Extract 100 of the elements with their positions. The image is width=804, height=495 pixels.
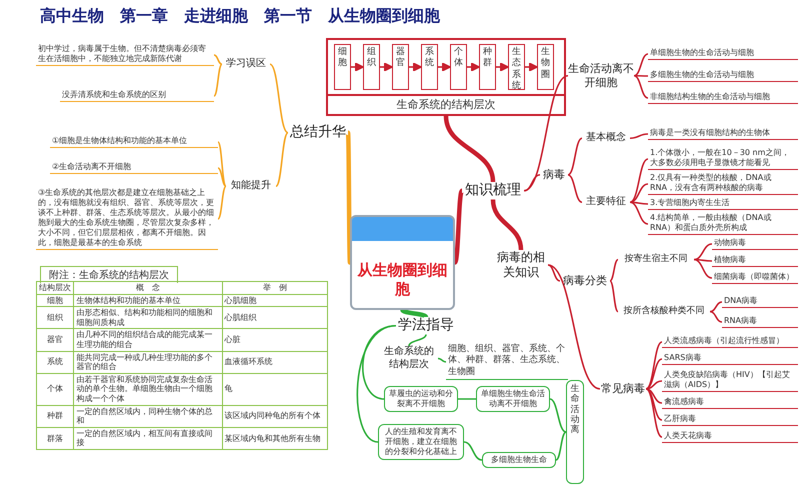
arrow: [438, 62, 451, 72]
branch-line: [444, 116, 496, 182]
leaf-label: 禽流感病毒: [662, 397, 798, 409]
table-cell: 血液循环系统: [222, 351, 328, 374]
table-header-cell: 举 例: [222, 282, 328, 294]
note-box: 草履虫的运动和分裂离不开细胞: [384, 386, 458, 412]
branch-line: [694, 258, 712, 262]
branch-line: [550, 398, 566, 433]
branch-line: [346, 132, 352, 263]
leaf-label: 初中学过，病毒属于生物。但不清楚病毒必须寄生在活细胞中，不能独立地完成新陈代谢: [36, 44, 214, 66]
branch-line: [213, 64, 223, 97]
branch-line: [646, 358, 662, 390]
table-header-cell: 结构层次: [36, 282, 74, 294]
table-cell: 器官: [36, 328, 74, 352]
table-cell: 由若干器官和系统协同完成复杂生命活动的单个生物。单细胞生物由一个细胞构成一个个体: [74, 373, 222, 406]
level-box: 种群: [479, 44, 496, 90]
branch-line: [270, 64, 288, 134]
branch-label: 病毒分类: [560, 274, 610, 288]
branch-label: 常见病毒: [600, 382, 646, 396]
branch-label: 生命活动离不开细胞: [568, 62, 634, 90]
branch-label: 按寄生宿主不同: [618, 254, 694, 266]
branch-line: [548, 264, 600, 390]
branch-line: [568, 174, 582, 203]
branch-line: [630, 158, 648, 203]
arrow: [351, 62, 364, 72]
leaf-label: 动物病毒: [712, 238, 798, 250]
table-cell: 群落: [36, 427, 74, 450]
leaf-label: 人类流感病毒（引起流行性感冒）: [662, 336, 798, 348]
table-cell: 系统: [36, 351, 74, 374]
level-box: 细胞: [334, 44, 351, 90]
table-cell: 由几种不同的组织结合成的能完成某一生理功能的组合: [74, 328, 222, 352]
branch-line: [630, 201, 648, 205]
arrow: [380, 62, 393, 72]
branch-line: [276, 132, 288, 187]
arrow: [525, 62, 538, 72]
branch-line: [630, 183, 648, 204]
page-title: 高中生物 第一章 走进细胞 第一节 从生物圈到细胞: [40, 6, 440, 27]
leaf-label: 没弄清系统和生命系统的区别: [60, 90, 214, 102]
level-box: 生物圈: [537, 44, 554, 90]
branch-line: [646, 388, 662, 421]
table-header-cell: 概 念: [74, 282, 222, 294]
table-cell: 组织: [36, 306, 74, 329]
arrow: [467, 62, 480, 72]
branch-label: 主要特征: [582, 196, 630, 208]
branch-line: [217, 186, 227, 220]
branch-line: [458, 398, 476, 400]
panel-label: 生命系统的结构层次: [328, 94, 564, 114]
branch-line: [630, 133, 648, 140]
branch-line: [646, 388, 662, 438]
table-cell: 心肌细胞: [222, 294, 328, 307]
leaf-label: 4.结构简单，一般由核酸（DNA或RNA）和蛋白质外壳所构成: [648, 213, 798, 235]
table-cell: 龟: [222, 373, 328, 406]
table-cell: 生物体结构和功能的基本单位: [74, 294, 222, 307]
arrow: [496, 62, 509, 72]
leaf-label: SARS病毒: [662, 353, 798, 365]
table-cell: 一定的自然区域内，同种生物个体的总和: [74, 405, 222, 428]
leaf-label: 多细胞生物的生命活动与细胞: [648, 70, 798, 82]
table-cell: 一定的自然区域内，相互间有直接或间接: [74, 427, 222, 450]
branch-line: [400, 308, 428, 318]
hierarchy-panel: [326, 38, 566, 116]
branch-label: 生命系统的结构层次: [380, 346, 438, 371]
branch-line: [610, 258, 618, 282]
leaf-label: 细菌病毒（即噬菌体）: [712, 272, 798, 284]
branch-label: 按所含核酸种类不同: [618, 306, 710, 318]
branch-label: 总结升华: [288, 124, 348, 142]
table-cell: 个体: [36, 373, 74, 406]
leaf-label: 人类天花病毒: [662, 431, 798, 443]
leaf-label: 乙肝病毒: [662, 414, 798, 426]
leaf-label: 2.仅具有一种类型的核酸，DNA或RNA，没有含有两种核酸的病毒: [648, 173, 798, 195]
level-box: 生态系统: [508, 44, 525, 90]
table-heading: 附注：生命系统的结构层次: [40, 266, 178, 283]
branch-line: [609, 280, 619, 312]
branch-line: [694, 258, 712, 279]
branch-line: [630, 201, 648, 225]
leaf-label: DNA病毒: [722, 296, 798, 308]
leaf-label: ②生命活动离不开细胞: [50, 162, 218, 174]
branch-label: 病毒的相关知识: [494, 250, 548, 280]
level-box: 个体: [450, 44, 467, 90]
leaf-label: 单细胞生物的生命活动与细胞: [648, 48, 798, 60]
branch-line: [634, 53, 648, 77]
branch-line: [438, 358, 446, 363]
leaf-label: 病毒是一类没有细胞结构的生物体: [648, 128, 798, 140]
table-cell: 该区域内同种龟的所有个体: [222, 405, 328, 428]
branch-line: [568, 138, 582, 176]
level-box: 器官: [392, 44, 409, 90]
branch-label: 知识梳理: [462, 182, 524, 200]
branch-line: [214, 54, 222, 65]
branch-label: 病毒: [540, 168, 568, 182]
branch-label: 学习误区: [222, 58, 270, 70]
table-cell: 某区域内龟和其他所有生物: [222, 427, 328, 450]
branch-line: [217, 141, 227, 187]
leaf-label: 非细胞结构生物的生命活动与细胞: [648, 92, 798, 104]
table-cell: 种群: [36, 405, 74, 428]
branch-line: [453, 190, 464, 264]
note-box: 人的生殖和发育离不开细胞，建立在细胞的分裂和分化基础上: [378, 424, 464, 460]
leaf-label: 细胞、组织、器官、系统、个体、种群、群落、生态系统、生物圈: [446, 344, 568, 380]
table-cell: 细胞: [36, 294, 74, 307]
leaf-label: 1.个体微小，一般在10－30 nm之间，大多数必须用电子显微镜才能看见: [648, 148, 798, 170]
branch-line: [218, 167, 226, 187]
branch-line: [408, 334, 427, 346]
